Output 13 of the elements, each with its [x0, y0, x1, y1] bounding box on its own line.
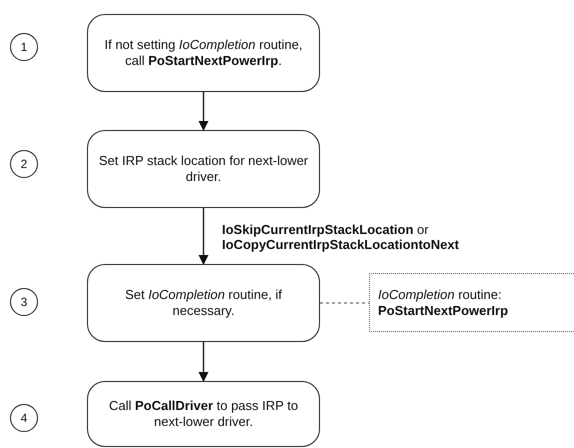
connector-line: [320, 302, 370, 304]
arrow: [198, 92, 208, 131]
step-number: 4: [10, 404, 38, 432]
step-number: 2: [10, 150, 38, 178]
note-box: IoCompletion routine: PoStartNextPowerIrp: [369, 273, 574, 332]
process-box: Call PoCallDriver to pass IRP to next-lower driver.: [87, 381, 320, 447]
process-box: Set IRP stack location for next-lower driver.: [87, 130, 320, 208]
arrow: [198, 342, 208, 382]
step-number: 3: [10, 288, 38, 316]
arrow: [198, 208, 208, 265]
process-box: If not setting IoCompletion routine, call PoStartNextPowerIrp.: [87, 14, 320, 92]
process-box: Set IoCompletion routine, if necessary.: [87, 264, 320, 342]
step-number: 1: [10, 33, 38, 61]
